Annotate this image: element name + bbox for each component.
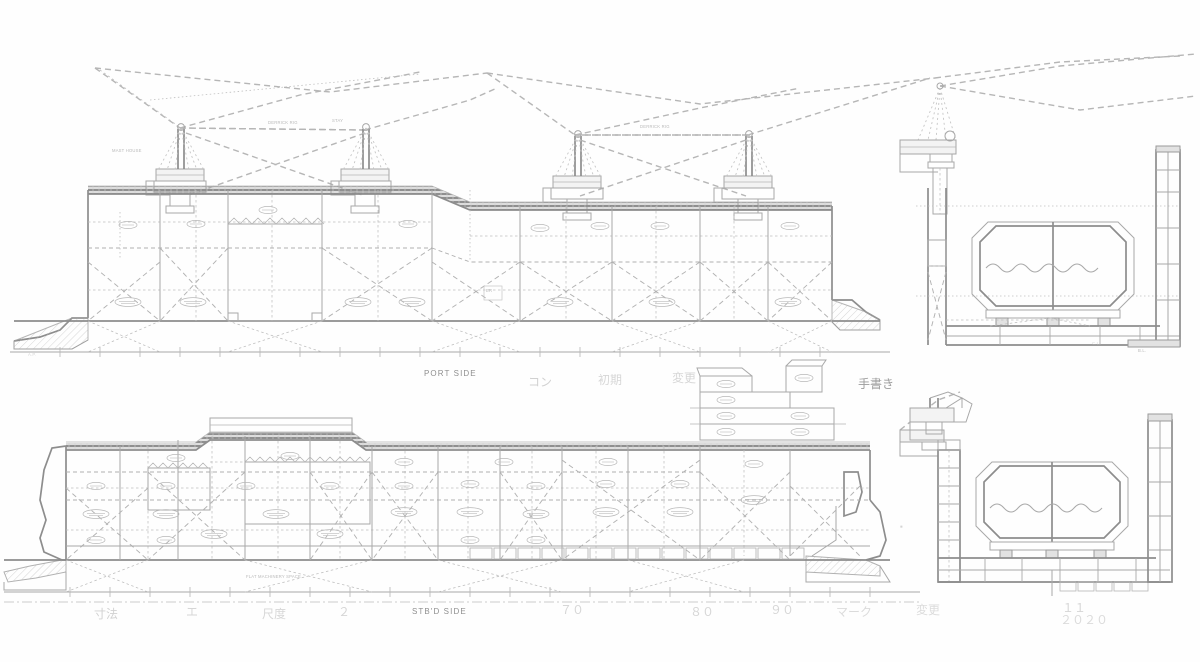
- upper-faint-marks: MAST HOUSE STAY ER: [112, 118, 503, 301]
- svg-text:８０: ８０: [690, 605, 714, 619]
- svg-text:１１: １１: [1062, 601, 1086, 615]
- lower-double-bottom: FLAT MACHINERY SPACE: [66, 545, 870, 579]
- lower-bulkheads: [119, 436, 791, 560]
- upper-section-view: B.L.: [899, 53, 1197, 353]
- svg-text:尺度: 尺度: [262, 606, 286, 621]
- svg-text:初期: 初期: [598, 373, 622, 387]
- section-cargo-tank: [971, 221, 1135, 327]
- upper-internal-decks: [88, 221, 832, 291]
- svg-text:MAST HOUSE: MAST HOUSE: [112, 148, 142, 153]
- section-hull: B.L.: [916, 145, 1181, 353]
- section-crane: [899, 53, 1197, 215]
- lower-hull-outline: [3, 445, 920, 603]
- svg-text:変更: 変更: [672, 370, 696, 385]
- section-side-shell: [1127, 145, 1181, 348]
- upper-cargo-hold: [227, 217, 325, 322]
- svg-text:寸法: 寸法: [94, 607, 118, 621]
- section2-side-shell: [1147, 413, 1173, 583]
- svg-text:変更: 変更: [916, 602, 940, 617]
- svg-text:B.L.: B.L.: [1138, 348, 1146, 353]
- svg-text:C.L.: C.L.: [1092, 341, 1100, 346]
- svg-text:２０２０: ２０２０: [1060, 613, 1108, 627]
- lower-view-label: STB'D SIDE: [412, 607, 467, 616]
- upper-crane-2: [330, 122, 392, 214]
- lower-section-view: 手書き: [858, 377, 1173, 627]
- upper-margin-scribbles: コン 初期 変更: [528, 370, 696, 389]
- lower-hull-bracing: [65, 459, 861, 593]
- lower-superstructure: [690, 359, 846, 441]
- svg-text:A.P.: A.P.: [28, 352, 36, 357]
- svg-text:マーク: マーク: [836, 605, 872, 619]
- lower-dimension-scribbles: 寸法 エ 尺度 ２ ７０ ８０ ９０ マーク 変更: [94, 602, 940, 621]
- lower-profile-view: FLAT MACHINERY SPACE: [3, 359, 963, 621]
- svg-text:７０: ７０: [560, 603, 584, 617]
- upper-hull-outline: [10, 190, 890, 353]
- svg-text:FLAT MACHINERY SPACE: FLAT MACHINERY SPACE: [246, 574, 301, 579]
- svg-text:STAY: STAY: [332, 118, 343, 123]
- margin-marks: ■ A.P. C.L.: [28, 341, 1100, 529]
- upper-main-deck: [88, 185, 832, 211]
- svg-text:DERRICK RIG: DERRICK RIG: [268, 120, 298, 125]
- svg-text:■: ■: [900, 524, 903, 529]
- upper-frame-stations: [59, 347, 821, 357]
- upper-crane-rigging: DERRICK RIG DERRICK RIG: [94, 55, 1181, 197]
- lower-cargo-holds: [147, 456, 371, 525]
- lower-main-deck: [66, 417, 870, 451]
- section2-web-frame: [909, 397, 973, 583]
- svg-text:２: ２: [338, 605, 350, 619]
- lower-aft-crane: [899, 391, 963, 457]
- upper-tank-tags: [114, 206, 802, 307]
- handwritten-note: 手書き: [858, 377, 894, 391]
- upper-profile-view: DERRICK RIG DERRICK RIG: [10, 55, 1181, 389]
- svg-text:ER: ER: [486, 288, 492, 293]
- upper-hull-bracing: [87, 247, 833, 353]
- section2-double-bottom: [938, 557, 1170, 596]
- svg-text:エ: エ: [186, 605, 198, 619]
- section2-cargo-tank: [975, 461, 1129, 559]
- upper-view-label: PORT SIDE: [424, 369, 477, 378]
- lower-frame-stations: [69, 587, 871, 597]
- svg-text:DERRICK RIG: DERRICK RIG: [640, 124, 670, 129]
- svg-text:９０: ９０: [770, 603, 794, 617]
- svg-text:コン: コン: [528, 375, 552, 389]
